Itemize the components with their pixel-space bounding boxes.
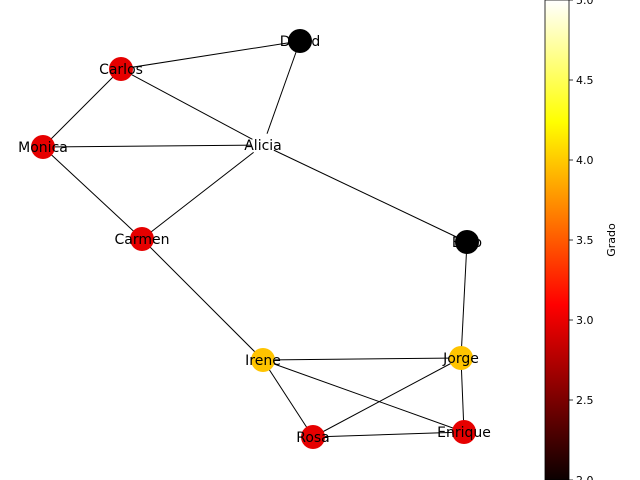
edges-layer xyxy=(42,40,468,438)
node-label-david: David xyxy=(280,34,320,50)
edge-alicia-elbo xyxy=(262,144,468,243)
edge-carlos-david xyxy=(120,40,301,70)
edge-monica-alicia xyxy=(42,144,264,148)
edge-carlos-alicia xyxy=(120,68,264,146)
node-rosa xyxy=(301,425,325,449)
edge-rosa-enrique xyxy=(312,431,465,438)
colorbar-tick-label: 2.0 xyxy=(576,474,594,480)
node-jorge xyxy=(449,346,473,370)
edge-alicia-carmen xyxy=(141,144,264,240)
node-label-alicia: Alicia xyxy=(244,138,282,154)
node-enrique xyxy=(452,420,476,444)
node-label-monica: Monica xyxy=(18,140,68,156)
edge-jorge-enrique xyxy=(460,357,465,433)
node-irene xyxy=(251,348,275,372)
edge-monica-carmen xyxy=(42,146,143,240)
node-label-elbo: Elbo xyxy=(452,235,482,251)
colorbar-tick-label: 3.5 xyxy=(576,234,594,247)
node-david xyxy=(288,29,312,53)
edge-carmen-irene xyxy=(141,238,264,361)
colorbar-tick-label: 2.5 xyxy=(576,394,594,407)
node-label-carlos: Carlos xyxy=(99,62,143,78)
nodes-layer xyxy=(31,29,479,449)
colorbar: 2.0 2.5 3.0 3.5 4.0 4.5 5.0 Grado xyxy=(544,0,618,480)
edge-jorge-rosa xyxy=(312,357,462,438)
node-alicia xyxy=(251,133,275,157)
colorbar-tick-label: 3.0 xyxy=(576,314,594,327)
colorbar-tick-label: 4.0 xyxy=(576,154,594,167)
node-label-rosa: Rosa xyxy=(296,430,330,446)
colorbar-title: Grado xyxy=(605,223,618,257)
colorbar-tick-label: 5.0 xyxy=(576,0,594,7)
edge-irene-rosa xyxy=(262,359,314,438)
colorbar-tick-label: 4.5 xyxy=(576,74,594,87)
colorbar-ticks: 2.0 2.5 3.0 3.5 4.0 4.5 5.0 xyxy=(569,0,594,480)
node-label-enrique: Enrique xyxy=(437,425,491,441)
node-label-jorge: Jorge xyxy=(442,351,479,367)
node-carlos xyxy=(109,57,133,81)
node-label-irene: Irene xyxy=(245,353,281,369)
node-carmen xyxy=(130,227,154,251)
edge-elbo-jorge xyxy=(460,241,468,359)
colorbar-gradient xyxy=(544,0,570,480)
edge-carlos-monica xyxy=(42,68,122,148)
node-elbo xyxy=(455,230,479,254)
edge-irene-jorge xyxy=(262,357,462,361)
node-label-carmen: Carmen xyxy=(115,232,170,248)
edge-david-alicia xyxy=(262,40,301,146)
edge-irene-enrique xyxy=(262,359,465,433)
node-monica xyxy=(31,135,55,159)
